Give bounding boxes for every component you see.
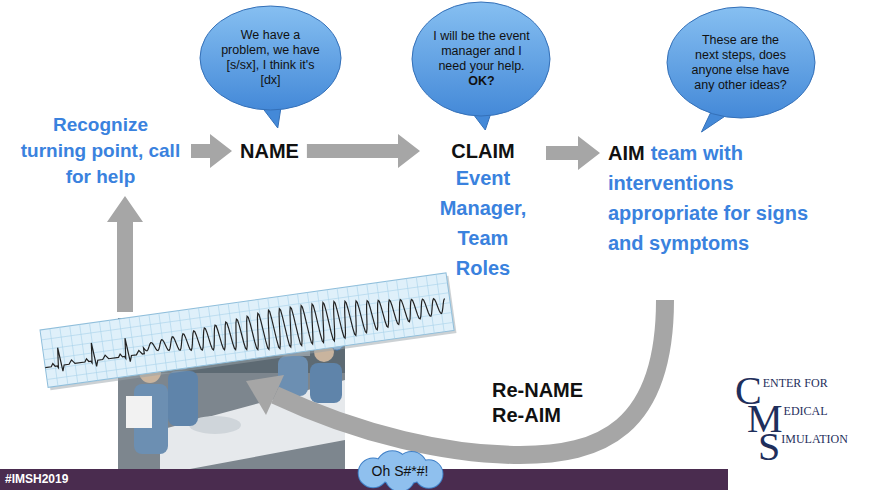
node-subtext: Event Manager, Team Roles xyxy=(428,163,538,283)
node-text: We have a problem, we have [s/sx], I thi… xyxy=(221,28,320,88)
step-text: Recognize turning point, call for help xyxy=(18,112,183,190)
node-subtext: OK? xyxy=(468,74,494,89)
flow-arrow xyxy=(546,136,600,170)
node-text: These are the next steps, does anyone el… xyxy=(689,33,792,93)
ecg-strip xyxy=(40,273,456,391)
speech-bubble: These are the next steps, does anyone el… xyxy=(665,5,817,120)
loop-label: Re-AIM xyxy=(492,403,561,427)
speech-bubble: I will be the event manager and I need y… xyxy=(410,0,552,118)
step-heading: CLAIMEvent Manager, Team Roles xyxy=(428,139,538,283)
node-text: Recognize turning point, call for help xyxy=(18,112,183,190)
bubble-text-area: Oh S#*#! xyxy=(364,452,436,490)
hashtag-label: #IMSH2019 xyxy=(5,472,68,487)
speech-bubble: We have a problem, we have [s/sx], I thi… xyxy=(198,4,343,112)
logo-ground xyxy=(728,370,870,490)
thought-cloud: Oh S#*#! xyxy=(352,452,448,490)
loop-label: Re-NAME xyxy=(492,378,583,402)
logo-text: SIMULATION xyxy=(758,432,848,462)
node-text: Oh S#*#! xyxy=(372,463,429,480)
node-text: NAME xyxy=(240,139,299,163)
node-text: I will be the event manager and I need y… xyxy=(433,29,530,74)
step-heading: AIMteam with interventions appropriate f… xyxy=(608,138,823,258)
loop-arrowhead xyxy=(246,375,284,415)
node-text: AIM xyxy=(608,142,645,164)
step-heading: NAME xyxy=(240,139,299,163)
bubble-text-area: These are the next steps, does anyone el… xyxy=(689,5,792,120)
up-arrow xyxy=(107,196,143,312)
bubble-text-area: We have a problem, we have [s/sx], I thi… xyxy=(221,4,320,112)
flow-arrow xyxy=(191,134,232,168)
node-text: CLAIM xyxy=(428,139,538,163)
loop-arrow xyxy=(275,300,665,455)
bubble-text-area: I will be the event manager and I need y… xyxy=(433,0,530,118)
flow-arrow xyxy=(307,134,420,168)
